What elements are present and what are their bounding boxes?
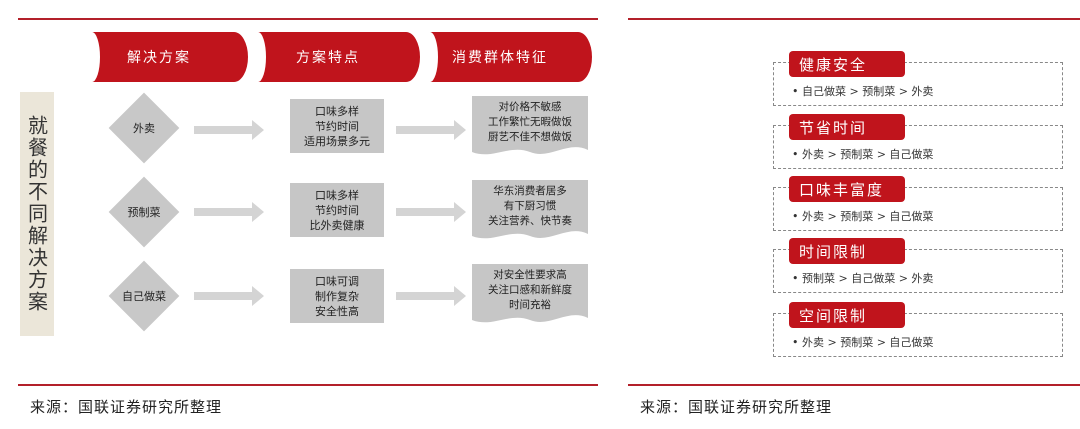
left-source-note: 来源：国联证券研究所整理: [30, 398, 223, 416]
consumer-line: 厨艺不佳不想做饭: [488, 131, 572, 143]
feature-line: 节约时间: [315, 203, 359, 217]
criteria-box: • 自己做菜 > 预制菜 > 外卖: [773, 62, 1063, 106]
solution-diamond-cook: 自己做菜: [108, 260, 180, 332]
solution-label: 预制菜: [127, 206, 161, 219]
criteria-box: • 外卖 > 预制菜 > 自己做菜: [773, 313, 1063, 357]
header-solution-text: 解决方案: [127, 50, 191, 66]
criteria-tag: 空间限制: [789, 302, 905, 328]
header-features-text: 方案特点: [296, 50, 360, 66]
features-box: 口味可调 制作复杂 安全性高: [290, 269, 384, 323]
feature-line: 口味多样: [315, 188, 359, 202]
vertical-label: 就餐的不同解决方案: [24, 115, 49, 313]
feature-line: 口味可调: [315, 274, 359, 288]
consumer-line: 关注口感和新鲜度: [488, 284, 572, 296]
arrow-right-icon: [194, 286, 264, 306]
features-box: 口味多样 节约时间 适用场景多元: [290, 99, 384, 153]
feature-line: 安全性高: [315, 304, 359, 318]
consumer-doc-shape: 华东消费者居多 有下厨习惯 关注营养、快节奏: [472, 180, 588, 244]
ranking-chain: • 外卖 > 预制菜 > 自己做菜: [792, 148, 934, 161]
ranking-chain: • 自己做菜 > 预制菜 > 外卖: [792, 85, 934, 98]
feature-line: 节约时间: [315, 119, 359, 133]
header-consumers-text: 消费群体特征: [452, 50, 548, 66]
criteria-tag: 节省时间: [789, 114, 905, 140]
criteria-box: • 外卖 > 预制菜 > 自己做菜: [773, 125, 1063, 169]
solution-label: 自己做菜: [122, 290, 166, 303]
solution-label: 外卖: [133, 122, 155, 135]
arrow-right-icon: [396, 120, 466, 140]
left-top-rule: [18, 18, 598, 20]
solution-diamond-prepared: 预制菜: [108, 176, 180, 248]
criteria-tag: 健康安全: [789, 51, 905, 77]
right-bottom-rule: [628, 384, 1080, 386]
consumer-doc-shape: 对价格不敏感 工作繁忙无暇做饭 厨艺不佳不想做饭: [472, 96, 588, 160]
arrow-right-icon: [194, 120, 264, 140]
left-bottom-rule: [18, 384, 598, 386]
vertical-label-box: 就餐的不同解决方案: [20, 92, 54, 336]
consumer-doc-shape: 对安全性要求高 关注口感和新鲜度 时间充裕: [472, 264, 588, 328]
criteria-box: • 外卖 > 预制菜 > 自己做菜: [773, 187, 1063, 231]
right-top-rule: [628, 18, 1080, 20]
consumer-line: 对安全性要求高: [493, 269, 567, 281]
criteria-tag: 时间限制: [789, 238, 905, 264]
arrow-right-icon: [396, 286, 466, 306]
feature-line: 适用场景多元: [304, 134, 370, 148]
feature-line: 口味多样: [315, 104, 359, 118]
header-solution: 解决方案: [84, 32, 248, 82]
consumer-line: 华东消费者居多: [493, 185, 567, 197]
consumer-line: 工作繁忙无暇做饭: [488, 116, 572, 128]
header-consumers: 消费群体特征: [422, 32, 592, 82]
solution-diamond-takeout: 外卖: [108, 92, 180, 164]
consumer-line: 关注营养、快节奏: [488, 215, 572, 227]
consumer-line: 有下厨习惯: [503, 200, 557, 212]
features-box: 口味多样 节约时间 比外卖健康: [290, 183, 384, 237]
ranking-chain: • 预制菜 > 自己做菜 > 外卖: [792, 272, 934, 285]
header-features: 方案特点: [250, 32, 420, 82]
arrow-right-icon: [194, 202, 264, 222]
ranking-chain: • 外卖 > 预制菜 > 自己做菜: [792, 210, 934, 223]
feature-line: 制作复杂: [315, 289, 359, 303]
consumer-line: 对价格不敏感: [498, 101, 562, 113]
ranking-chain: • 外卖 > 预制菜 > 自己做菜: [792, 336, 934, 349]
consumer-line: 时间充裕: [509, 299, 551, 311]
criteria-box: • 预制菜 > 自己做菜 > 外卖: [773, 249, 1063, 293]
right-source-note: 来源：国联证券研究所整理: [640, 398, 833, 416]
arrow-right-icon: [396, 202, 466, 222]
criteria-tag: 口味丰富度: [789, 176, 905, 202]
feature-line: 比外卖健康: [309, 218, 365, 232]
